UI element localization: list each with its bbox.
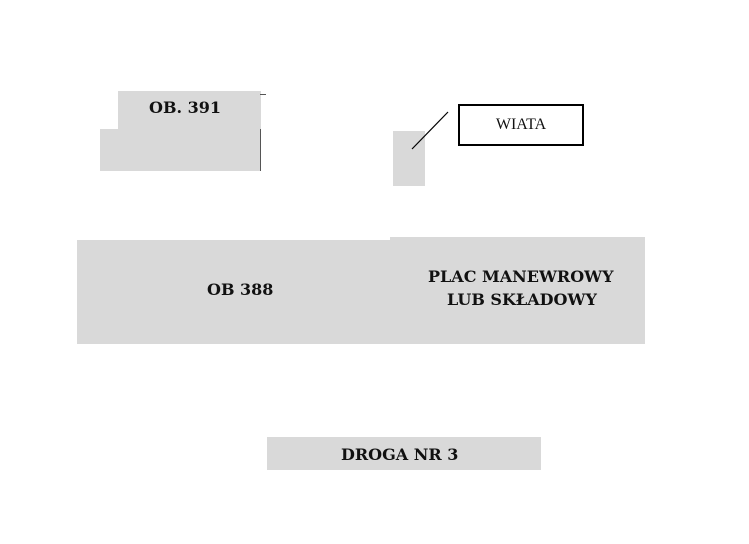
area-plac-manewrowy xyxy=(390,237,645,344)
building-ob388 xyxy=(77,240,392,344)
building-ob388-label: OB 388 xyxy=(207,280,274,299)
plac-label-line1: PLAC MANEWROWY xyxy=(428,267,614,286)
building-ob391-lower xyxy=(100,129,261,171)
building-wiata xyxy=(393,131,425,186)
building-ob391-label: OB. 391 xyxy=(149,98,221,117)
wiata-callout-box: WIATA xyxy=(458,104,584,146)
plac-label-line2: LUB SKŁADOWY xyxy=(447,290,597,309)
building-ob391-upper xyxy=(118,91,261,131)
road-droga-label: DROGA NR 3 xyxy=(341,445,459,464)
building-ob391-tick xyxy=(260,94,266,95)
wiata-label: WIATA xyxy=(495,116,547,133)
road-droga-nr3 xyxy=(267,437,541,470)
building-ob391-edge xyxy=(260,129,261,171)
